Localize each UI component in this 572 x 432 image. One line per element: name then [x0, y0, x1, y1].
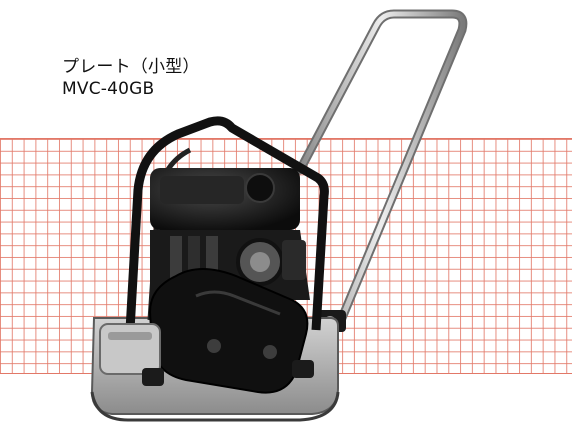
- rubber-mounts: [142, 360, 314, 386]
- product-model-label: MVC-40GB: [62, 79, 155, 99]
- product-category-label: プレート（小型）: [62, 57, 200, 77]
- vibrator-housing: [99, 323, 161, 375]
- steering-handle: [295, 9, 468, 332]
- belt-cover: [148, 268, 309, 394]
- product-caption: プレート（小型） MVC-40GB: [62, 56, 200, 100]
